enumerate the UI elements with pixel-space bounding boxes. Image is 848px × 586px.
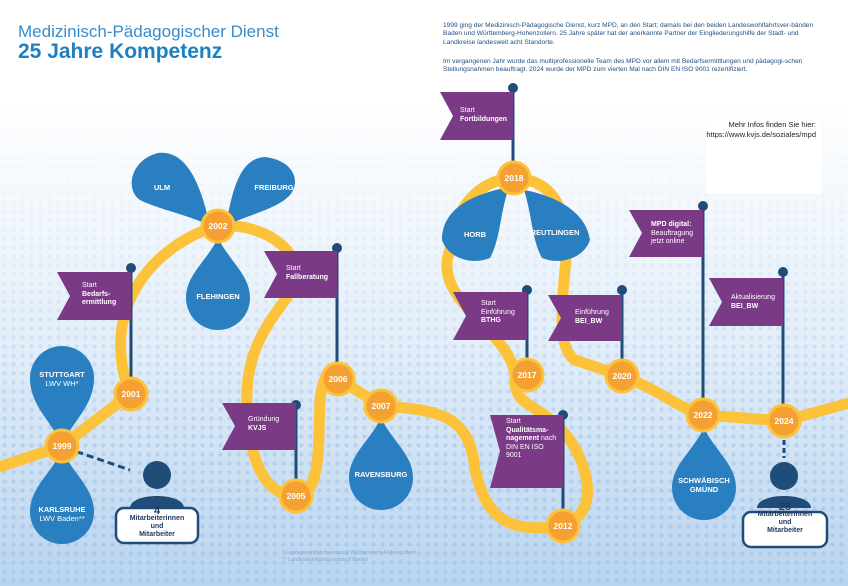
year-2020: 2020 xyxy=(612,371,632,381)
info-box: Mehr Infos finden Sie hier: https://www.… xyxy=(706,114,822,194)
node-2006 xyxy=(320,361,356,397)
flag-fall xyxy=(264,251,337,298)
footnotes: * Landeswohlfahrtsverband Württemberg-Ho… xyxy=(282,550,417,563)
drop-gmuend xyxy=(672,428,736,520)
drop-stuttgart xyxy=(30,346,94,444)
year-2001: 2001 xyxy=(121,389,141,399)
node-2017 xyxy=(509,357,545,393)
info-url[interactable]: https://www.kvjs.de/soziales/mpd xyxy=(706,129,816,139)
node-2007 xyxy=(363,388,399,424)
flag-bedarf xyxy=(57,272,131,320)
year-2022: 2022 xyxy=(693,410,713,420)
flag-qm xyxy=(490,415,563,488)
node-2012 xyxy=(545,508,581,544)
node-2005 xyxy=(278,478,314,514)
drop-ravensburg xyxy=(349,418,413,510)
year-2018: 2018 xyxy=(504,173,524,183)
page-subtitle: Medizinisch-Pädagogischer Dienst xyxy=(18,22,279,41)
drop-ulm xyxy=(131,152,210,226)
city-schwaebisch-gmuend: SCHWÄBISCH GMÜND xyxy=(678,476,730,494)
drop-horb-body xyxy=(442,190,508,261)
node-2020 xyxy=(604,358,640,394)
node-2002 xyxy=(200,208,236,244)
person-icon-start xyxy=(143,461,171,489)
year-2005: 2005 xyxy=(286,491,306,501)
flag-aktual xyxy=(709,278,783,326)
staff-box-now xyxy=(741,510,829,549)
drop-flehingen xyxy=(186,238,250,330)
staff-box-start xyxy=(114,506,200,545)
year-2012: 2012 xyxy=(553,521,573,531)
city-horb: HORB xyxy=(463,230,487,239)
node-1999 xyxy=(44,428,80,464)
flag-beibw xyxy=(548,295,622,341)
city-flehingen: FLEHINGEN xyxy=(196,292,240,301)
city-freiburg: FREIBURG xyxy=(254,183,294,192)
year-2024: 2024 xyxy=(774,416,794,426)
city-ulm: ULM xyxy=(153,183,171,192)
node-2024 xyxy=(766,403,802,439)
node-2022 xyxy=(685,397,721,433)
drop-reutlingen xyxy=(524,190,590,261)
node-2001 xyxy=(113,376,149,412)
city-ravensburg: RAVENSBURG xyxy=(354,470,408,479)
year-2006: 2006 xyxy=(328,374,348,384)
year-2002: 2002 xyxy=(208,221,228,231)
flag-kvjs xyxy=(222,403,296,450)
person-icon-now xyxy=(770,462,798,490)
intro-paragraph-1: 1999 ging der Medizinisch-Pädagogische D… xyxy=(443,22,814,46)
node-2018 xyxy=(496,160,532,196)
year-1999: 1999 xyxy=(52,441,72,451)
drop-freiburg xyxy=(226,157,296,226)
page-title: 25 Jahre Kompetenz xyxy=(18,40,223,63)
flag-fortb xyxy=(440,92,513,140)
city-reutlingen: REUTLINGEN xyxy=(530,228,580,237)
intro-paragraph-2: Im vergangenen Jahr wurde das multiprofe… xyxy=(443,58,803,74)
drop-karlsruhe xyxy=(30,450,94,544)
info-label: Mehr Infos finden Sie hier: xyxy=(728,120,816,129)
year-2017: 2017 xyxy=(517,370,537,380)
flag-digital xyxy=(629,210,703,257)
flag-bthg xyxy=(453,292,527,340)
year-2007: 2007 xyxy=(371,401,391,411)
